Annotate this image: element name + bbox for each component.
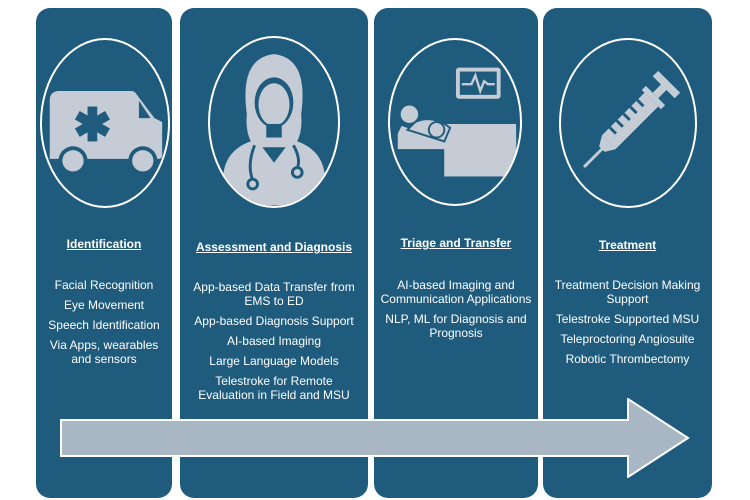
identification-panel: Identification Facial Recognition Eye Mo… xyxy=(36,8,172,498)
list-item: Facial Recognition xyxy=(54,278,154,292)
hospital-bed-icon xyxy=(397,67,517,177)
list-item: Speech Identification xyxy=(48,318,160,332)
list-item: App-based Data Transfer from EMS to ED xyxy=(193,280,355,308)
column-title: Treatment xyxy=(598,238,657,252)
progress-arrow-icon xyxy=(60,398,690,478)
syringe-icon xyxy=(583,70,681,168)
feature-list: App-based Data Transfer from EMS to ED A… xyxy=(180,280,368,408)
list-item: AI-based Imaging xyxy=(226,334,322,348)
list-item: Large Language Models xyxy=(209,354,339,368)
assessment-oval xyxy=(208,36,340,208)
feature-list: AI-based Imaging and Communication Appli… xyxy=(374,278,538,346)
ambulance-icon xyxy=(49,91,163,176)
list-item: Telestroke Supported MSU xyxy=(555,312,700,326)
identification-oval xyxy=(40,38,170,208)
list-item: Robotic Thrombectomy xyxy=(565,352,690,366)
column-title: Identification xyxy=(66,237,142,251)
feature-list: Treatment Decision Making Support Telest… xyxy=(543,278,712,372)
triage-panel: Triage and Transfer AI-based Imaging and… xyxy=(374,8,538,498)
list-item: Via Apps, wearables and sensors xyxy=(49,338,159,366)
doctor-icon xyxy=(223,54,325,206)
column-title: Assessment and Diagnosis xyxy=(195,240,353,254)
list-item: NLP, ML for Diagnosis and Prognosis xyxy=(385,312,527,340)
triage-oval xyxy=(388,38,522,206)
column-title: Triage and Transfer xyxy=(400,236,512,250)
list-item: Eye Movement xyxy=(63,298,145,312)
treatment-oval xyxy=(559,38,697,208)
list-item: AI-based Imaging and Communication Appli… xyxy=(380,278,532,306)
list-item: App-based Diagnosis Support xyxy=(194,314,354,328)
list-item: Treatment Decision Making Support xyxy=(554,278,701,306)
list-item: Telestroke for Remote Evaluation in Fiel… xyxy=(198,374,350,402)
list-item: Teleproctoring Angiosuite xyxy=(560,332,695,346)
feature-list: Facial Recognition Eye Movement Speech I… xyxy=(36,278,172,372)
assessment-panel: Assessment and Diagnosis App-based Data … xyxy=(180,8,368,498)
